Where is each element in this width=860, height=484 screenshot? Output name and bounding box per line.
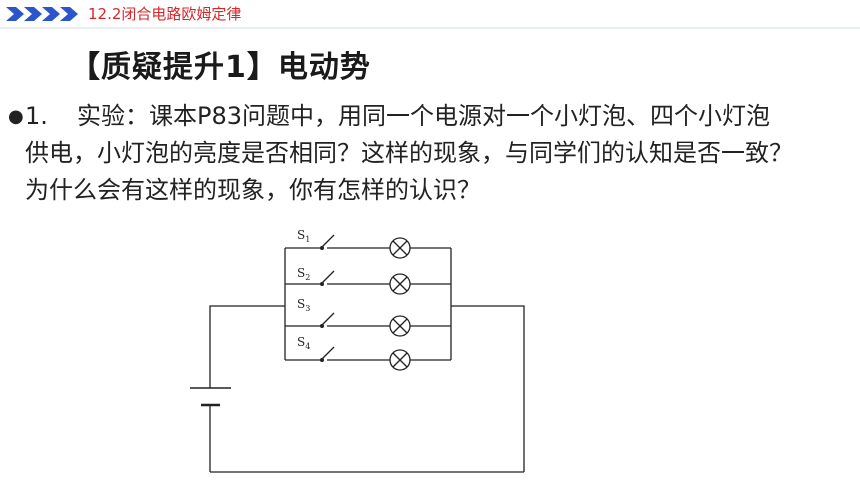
battery-icon (190, 387, 231, 407)
question-line-3: 为什么会有这样的现象，你有怎样的认识？ (25, 176, 481, 204)
switch-blade-4 (320, 346, 335, 361)
switch-label-4: S4 (297, 335, 310, 351)
question-block: ●1. 实验：课本P83问题中，用同一个电源对一个小灯泡、四个小灯泡 供电，小灯泡… (8, 98, 856, 209)
switch-blade-2 (320, 270, 335, 285)
header-bar: 12.2闭合电路欧姆定律 (0, 0, 860, 29)
switch-label-1: S1 (297, 228, 310, 244)
lamp-1-icon (389, 237, 411, 259)
question-number: 1. (25, 102, 48, 130)
header-divider (0, 27, 860, 29)
switch-label-3: S3 (297, 297, 310, 313)
question-line-2: 供电，小灯泡的亮度是否相同？这样的现象，与同学们的认知是否一致？ (25, 139, 793, 167)
lamp-4-icon (389, 349, 411, 371)
switch-blade-3 (320, 312, 335, 327)
switch-blade-1 (320, 234, 335, 249)
question-text-1: 实验：课本P83问题中，用同一个电源对一个小灯泡、四个小灯泡 (77, 102, 771, 130)
question-line-1: ●1. 实验：课本P83问题中，用同一个电源对一个小灯泡、四个小灯泡 (8, 98, 856, 135)
header-title: 12.2闭合电路欧姆定律 (88, 5, 242, 23)
lamp-3-icon (389, 315, 411, 337)
chevron-arrows-icon (6, 7, 78, 21)
lamp-2-icon (389, 273, 411, 295)
outer-wire-left-top (209, 305, 285, 388)
section-heading: 【质疑提升1】电动势 (70, 50, 371, 85)
circuit-diagram: S1 S2 S3 S4 (190, 228, 525, 473)
bullet-icon: ● (8, 106, 24, 127)
outer-wire-right (451, 305, 525, 472)
switch-label-2: S2 (297, 266, 310, 282)
